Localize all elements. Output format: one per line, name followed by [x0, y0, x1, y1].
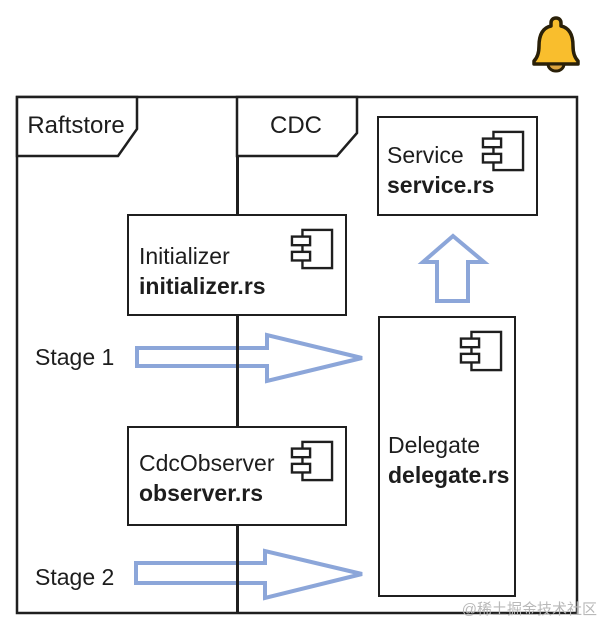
uml-component-icon: [290, 440, 334, 482]
partition-tab-cdc: [235, 95, 359, 158]
component-file: observer.rs: [139, 480, 264, 506]
component-box-cdcobserver: CdcObserver observer.rs: [127, 426, 347, 526]
partition-label-raftstore: Raftstore: [27, 112, 125, 139]
stage2-arrow: [134, 548, 363, 601]
stage2-label: Stage 2: [35, 564, 115, 590]
component-name: Initializer: [139, 243, 230, 269]
partition-label-cdc: CDC: [270, 112, 322, 139]
watermark-text: @稀土掘金技术社区: [461, 601, 597, 618]
component-file: initializer.rs: [139, 273, 266, 299]
partition-tab-raftstore: [15, 95, 139, 158]
component-file: service.rs: [387, 172, 495, 198]
component-file: delegate.rs: [388, 462, 510, 488]
uml-component-icon: [290, 228, 334, 270]
stage1-label: Stage 1: [35, 344, 115, 370]
component-name: Delegate: [388, 432, 481, 458]
component-name: Service: [387, 142, 464, 168]
uml-component-icon: [459, 330, 503, 372]
component-name: CdcObserver: [139, 450, 275, 476]
component-box-initializer: Initializer initializer.rs: [127, 214, 347, 316]
stage1-arrow: [135, 332, 363, 384]
bell-icon[interactable]: [531, 15, 581, 75]
component-box-delegate: Delegate delegate.rs: [378, 316, 516, 597]
delegate-to-service-arrow: [417, 233, 490, 303]
uml-component-icon: [481, 130, 525, 172]
component-box-service: Service service.rs: [377, 116, 538, 216]
